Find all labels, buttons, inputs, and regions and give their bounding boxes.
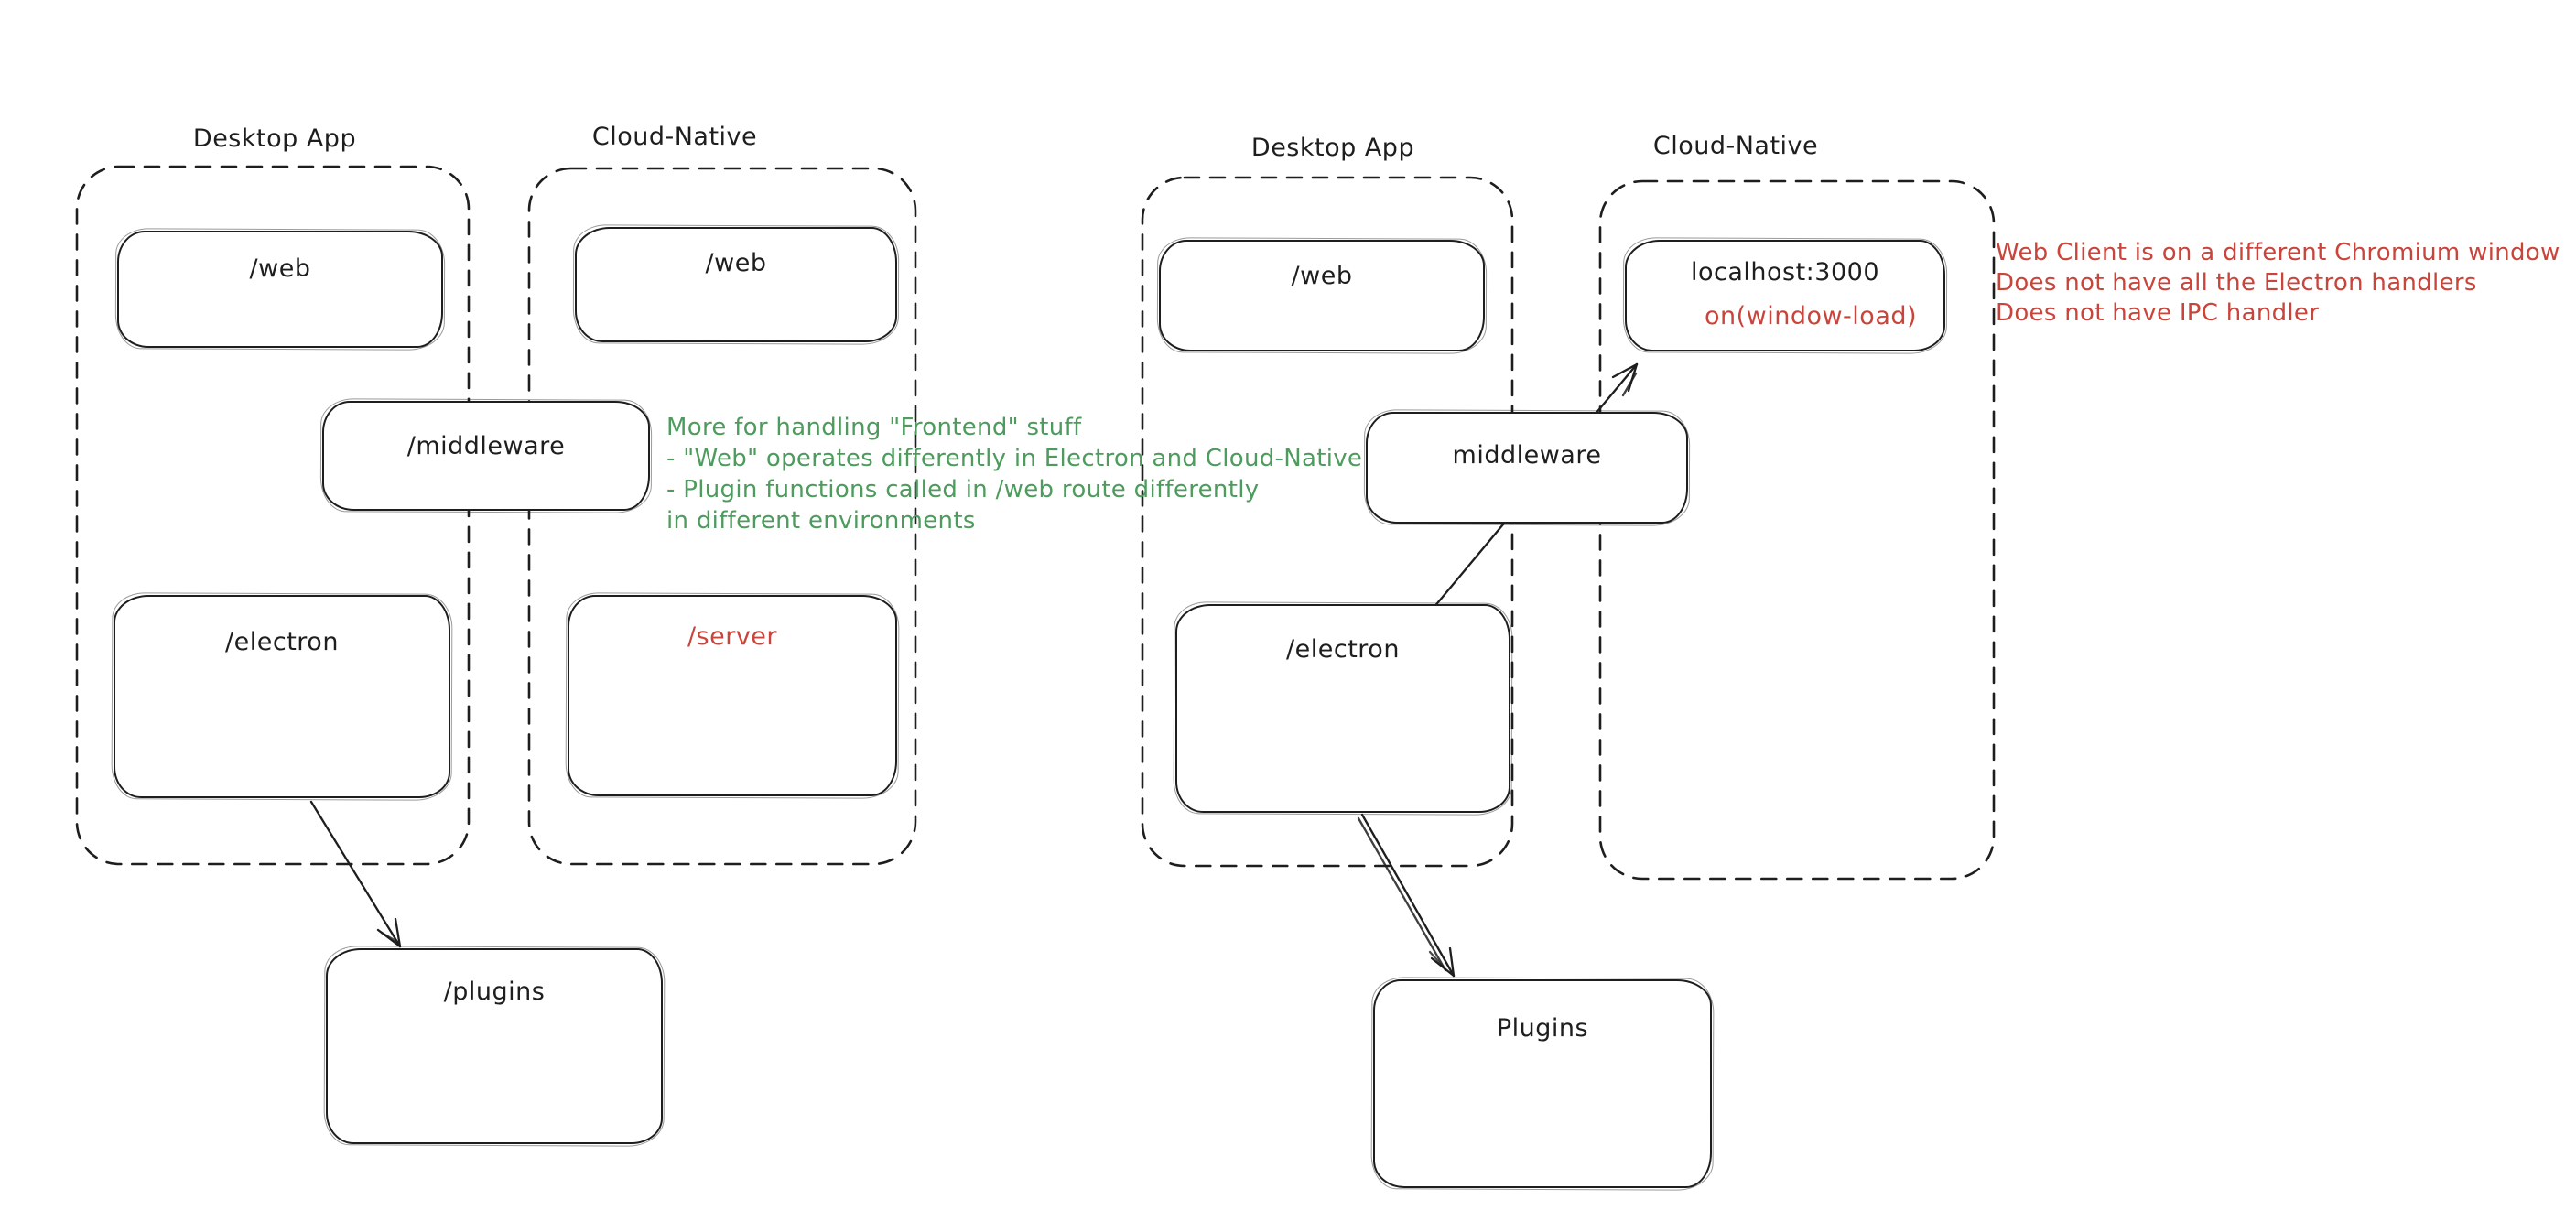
node-plugins-right-label: Plugins: [1496, 1014, 1589, 1043]
node-web-desktop-left-label: /web: [249, 254, 311, 283]
group-cloud-native-right[interactable]: [1598, 179, 1996, 881]
node-plugins-right[interactable]: Plugins: [1373, 979, 1712, 1188]
node-web-cloud-left-label: /web: [705, 249, 767, 277]
node-electron-left-label: /electron: [225, 628, 339, 656]
annotation-red-line-3: Does not have IPC handler: [1996, 299, 2320, 327]
node-web-right-label: /web: [1291, 262, 1353, 290]
group-label-desktop-app-right[interactable]: Desktop App: [1250, 134, 1415, 162]
node-middleware-right-label: middleware: [1452, 441, 1602, 470]
node-web-desktop-left[interactable]: /web: [117, 231, 443, 348]
node-web-cloud-left[interactable]: /web: [575, 227, 897, 342]
node-localhost-window-load-label: on(window-load): [1704, 302, 1918, 330]
group-label-cloud-native-right[interactable]: Cloud-Native: [1652, 132, 1819, 160]
node-localhost-3000-label: localhost:3000: [1690, 258, 1879, 286]
node-web-right[interactable]: /web: [1159, 240, 1485, 351]
annotation-green-note[interactable]: More for handling "Frontend" stuff - "We…: [666, 412, 1362, 536]
annotation-green-line-3: - Plugin functions called in /web route …: [666, 476, 1260, 503]
node-plugins-left-label: /plugins: [443, 978, 546, 1006]
node-middleware-left[interactable]: /middleware: [322, 401, 650, 511]
node-electron-right-label: /electron: [1286, 635, 1400, 664]
group-desktop-app-left[interactable]: [75, 165, 471, 866]
annotation-red-note[interactable]: Web Client is on a different Chromium wi…: [1996, 238, 2560, 329]
group-cloud-native-left[interactable]: [527, 167, 917, 866]
annotation-green-line-2: - "Web" operates differently in Electron…: [666, 445, 1363, 472]
node-middleware-left-label: /middleware: [406, 432, 566, 460]
annotation-green-line-4: in different environments: [666, 507, 976, 535]
annotation-green-line-1: More for handling "Frontend" stuff: [666, 414, 1082, 441]
annotation-red-line-2: Does not have all the Electron handlers: [1996, 269, 2477, 297]
node-electron-left[interactable]: /electron: [114, 595, 450, 798]
node-plugins-left[interactable]: /plugins: [326, 948, 663, 1144]
node-localhost-3000[interactable]: localhost:3000 on(window-load): [1625, 240, 1945, 351]
group-label-desktop-app-left[interactable]: Desktop App: [192, 124, 357, 153]
annotation-red-line-1: Web Client is on a different Chromium wi…: [1996, 239, 2560, 266]
group-label-cloud-native-left[interactable]: Cloud-Native: [591, 123, 758, 151]
node-middleware-right[interactable]: middleware: [1366, 412, 1688, 524]
arrow-electron-to-plugins-right[interactable]: [1357, 813, 1456, 978]
arrow-electron-to-plugins-left[interactable]: [309, 800, 402, 948]
node-server-left-label: /server: [687, 622, 778, 651]
node-electron-right[interactable]: /electron: [1175, 604, 1510, 813]
node-server-left[interactable]: /server: [568, 595, 897, 796]
